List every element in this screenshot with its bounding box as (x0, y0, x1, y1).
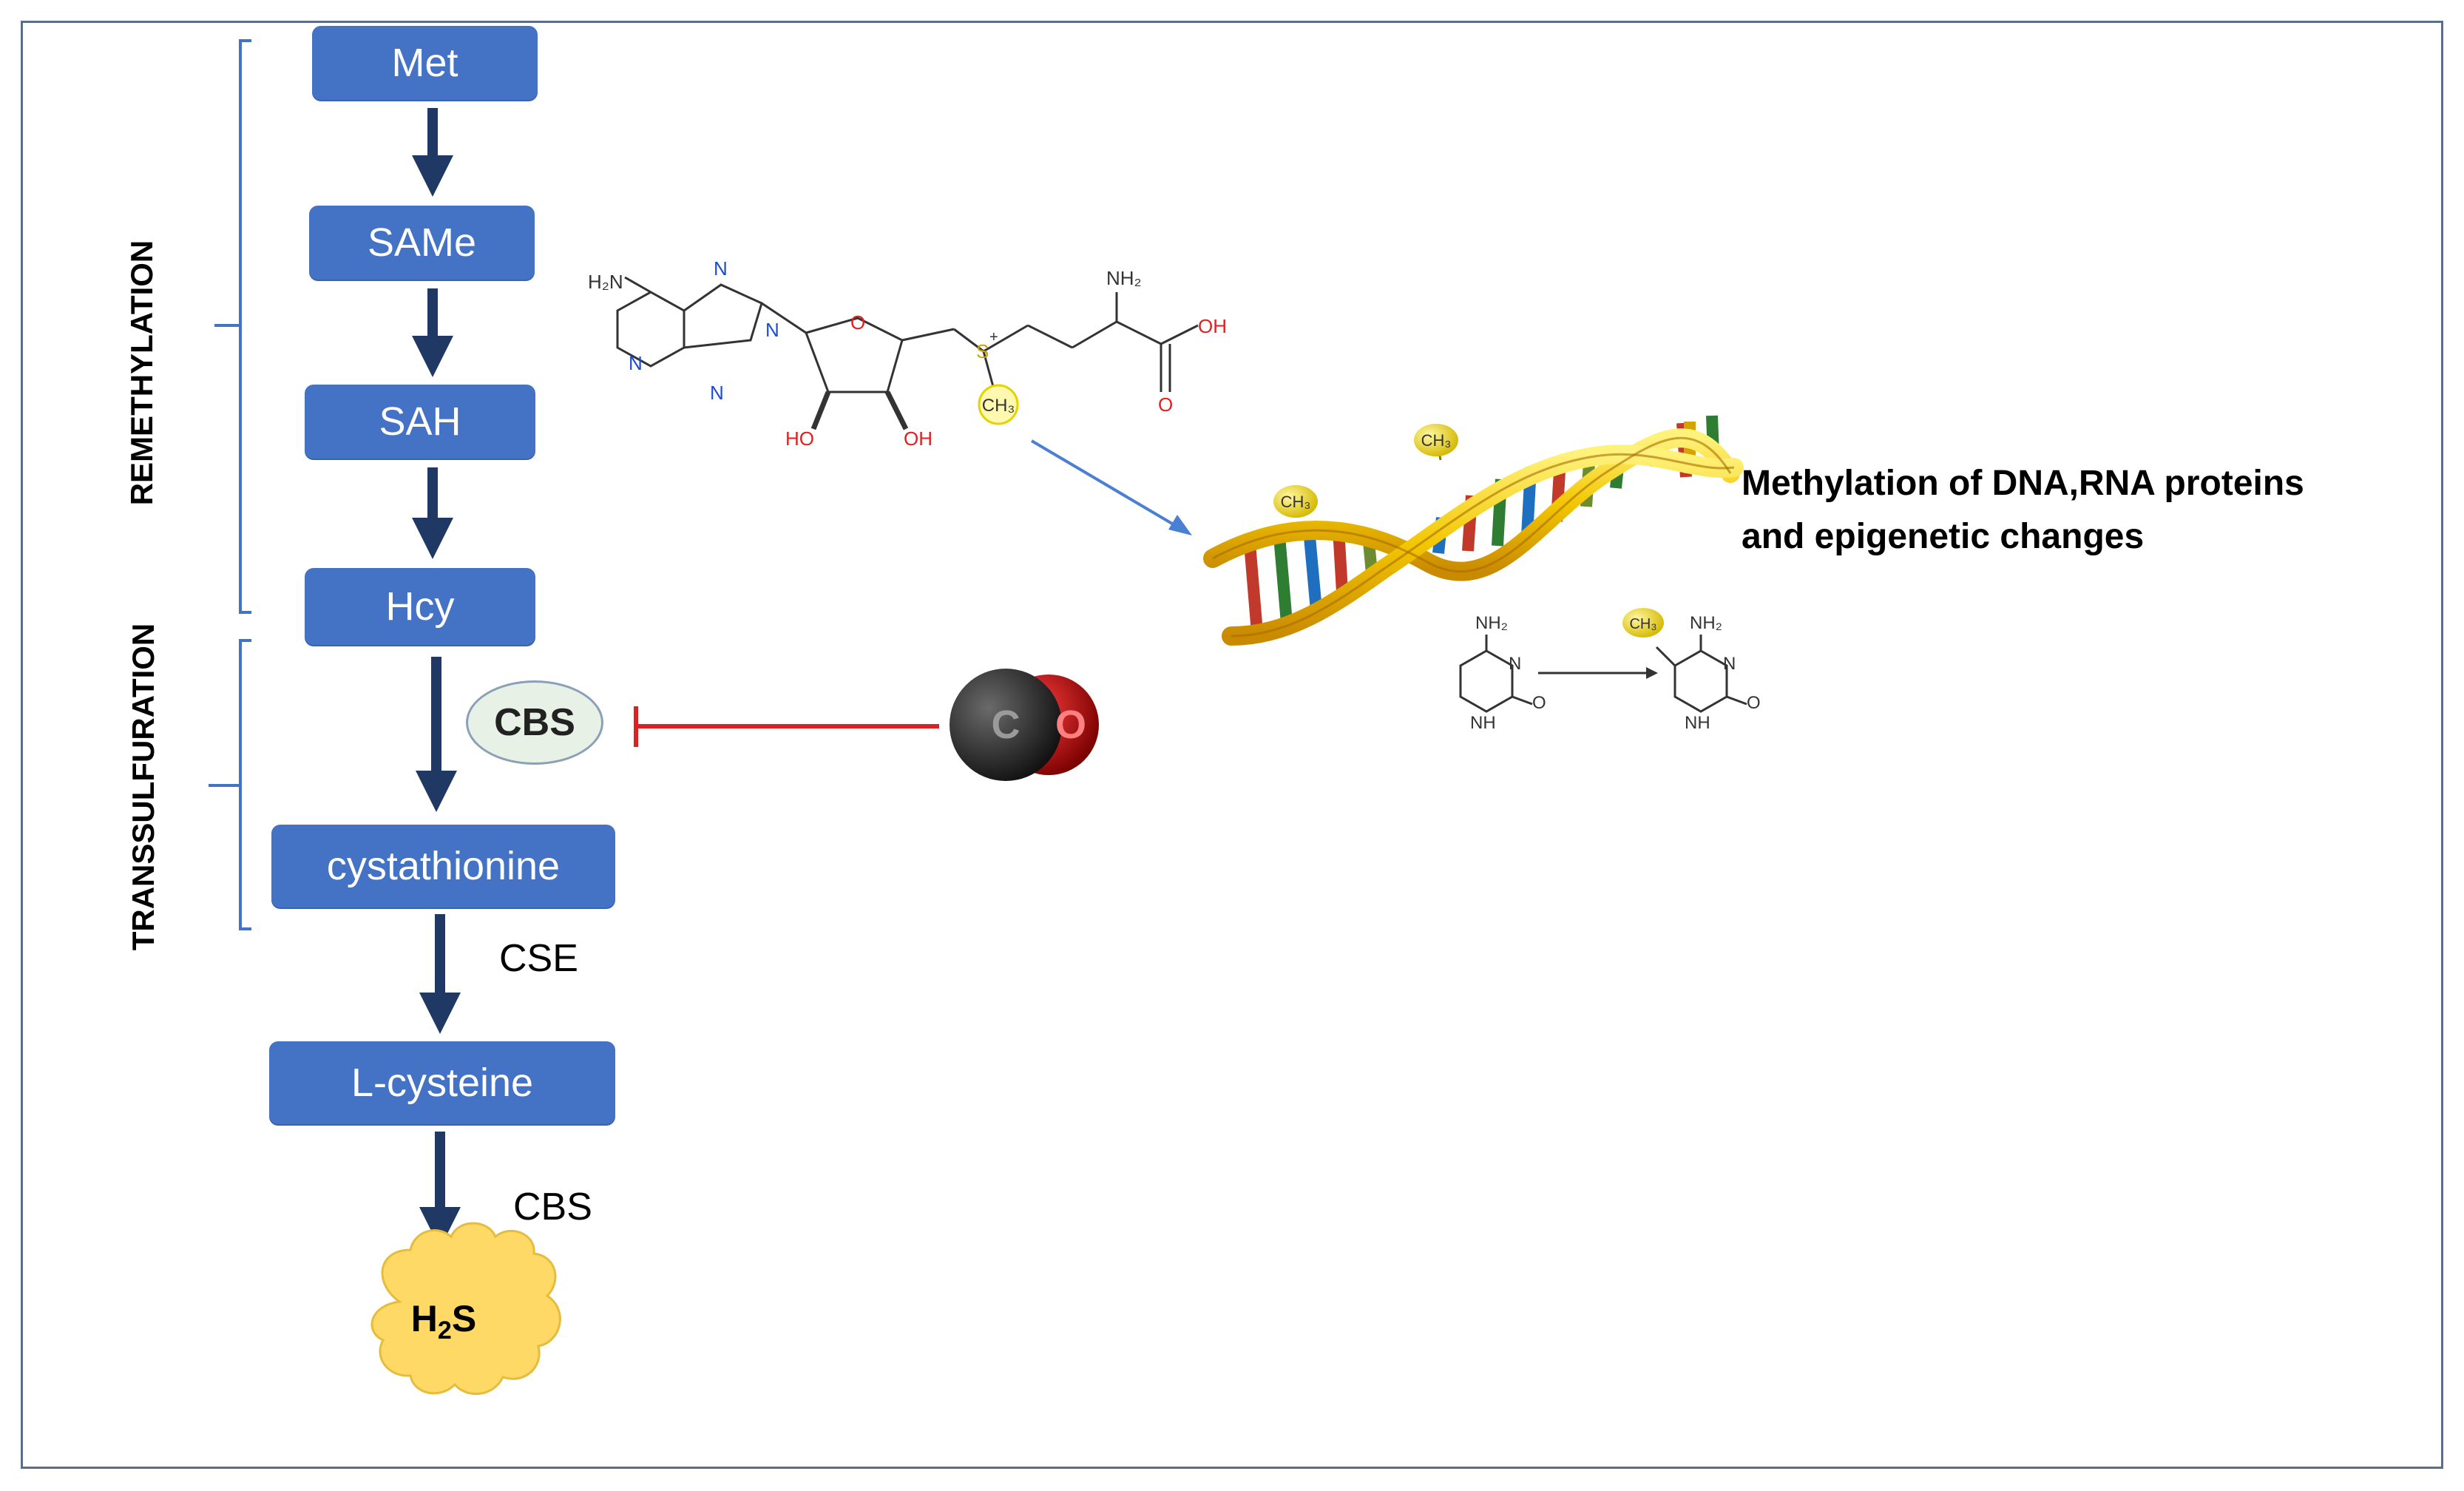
co-oxygen-label: O (1055, 703, 1086, 747)
transsulfuration-bracket (209, 639, 251, 930)
same-n4: N (710, 382, 724, 404)
dna-helix (1203, 415, 1744, 646)
same-nh2: NH₂ (1106, 267, 1142, 289)
same-h2n: H₂N (588, 271, 623, 293)
cytosine-o: O (1532, 693, 1546, 713)
same-s: S (976, 340, 989, 362)
dna-methyl-b: CH₃ (1414, 424, 1458, 456)
methylcytosine-ch3: CH₃ (1629, 616, 1656, 632)
dna-methyl-a: CH₃ (1273, 485, 1318, 518)
methylcytosine-structure (1655, 635, 1747, 713)
same-cooh-o: O (1158, 393, 1173, 416)
co-molecule: C O (950, 669, 1099, 781)
methylation-line-2: and epigenetic changes (1742, 517, 2145, 556)
cbs-enzyme-label: CBS (513, 1186, 592, 1228)
methylcytosine-labels: NH₂ N NH O (1685, 613, 1761, 733)
cbs-inhibited-label: CBS (494, 701, 575, 744)
methylcytosine-nh2: NH₂ (1690, 613, 1722, 633)
same-methyl-group: CH₃ (978, 384, 1019, 425)
node-sah: SAH (305, 385, 535, 459)
cse-enzyme-label: CSE (499, 937, 578, 980)
same-atom-labels: H₂N N N N N O HO OH S + NH₂ OH O (588, 257, 1227, 450)
methylation-description: Methylation of DNA,RNA proteins and epig… (1742, 457, 2304, 564)
same-n3: N (629, 352, 643, 374)
co-carbon-label: C (992, 703, 1021, 747)
pathway-arrows (412, 108, 461, 1248)
methylcytosine-o: O (1747, 693, 1761, 713)
h2s-h: H (411, 1298, 438, 1339)
same-o-ring: O (850, 311, 865, 334)
node-l-cysteine: L-cysteine (269, 1041, 615, 1124)
methylcytosine-nh: NH (1685, 713, 1710, 733)
same-cooh-oh: OH (1198, 315, 1227, 337)
methylcytosine-methyl: CH₃ (1622, 608, 1664, 638)
node-met: Met (312, 26, 538, 100)
svg-text:H2S: H2S (411, 1298, 476, 1345)
same-chemical-structure (616, 276, 1199, 430)
same-n2: N (765, 319, 779, 341)
node-same: SAMe (309, 206, 535, 280)
cytosine-n: N (1509, 654, 1521, 674)
same-ch3: CH₃ (982, 396, 1015, 416)
inhibition-arrow (634, 706, 939, 747)
same-oh: OH (904, 427, 933, 450)
methyl-transfer-arrow (1030, 439, 1192, 535)
h2s-cloud: H2S (370, 1222, 561, 1396)
same-n1: N (714, 257, 728, 280)
remethylation-bracket (214, 39, 251, 614)
cytosine-nh: NH (1470, 713, 1496, 733)
cytosine-nh2: NH₂ (1475, 613, 1508, 633)
cytosine-structure (1459, 635, 1533, 713)
cytosine-conversion-arrow (1538, 667, 1658, 679)
methylcytosine-n: N (1723, 654, 1736, 674)
cytosine-labels: NH₂ N NH O (1470, 613, 1546, 733)
same-ho: HO (785, 427, 814, 450)
same-s-charge: + (989, 329, 998, 345)
node-hcy: Hcy (305, 568, 535, 645)
h2s-subscript: 2 (438, 1316, 452, 1345)
dna-ch3-b: CH₃ (1421, 431, 1452, 450)
dna-ch3-a: CH₃ (1281, 493, 1311, 511)
cbs-enzyme-oval: CBS (466, 680, 603, 765)
node-cystathionine: cystathionine (271, 825, 615, 907)
h2s-s: S (452, 1298, 476, 1339)
methylation-line-1: Methylation of DNA,RNA proteins (1742, 464, 2304, 503)
